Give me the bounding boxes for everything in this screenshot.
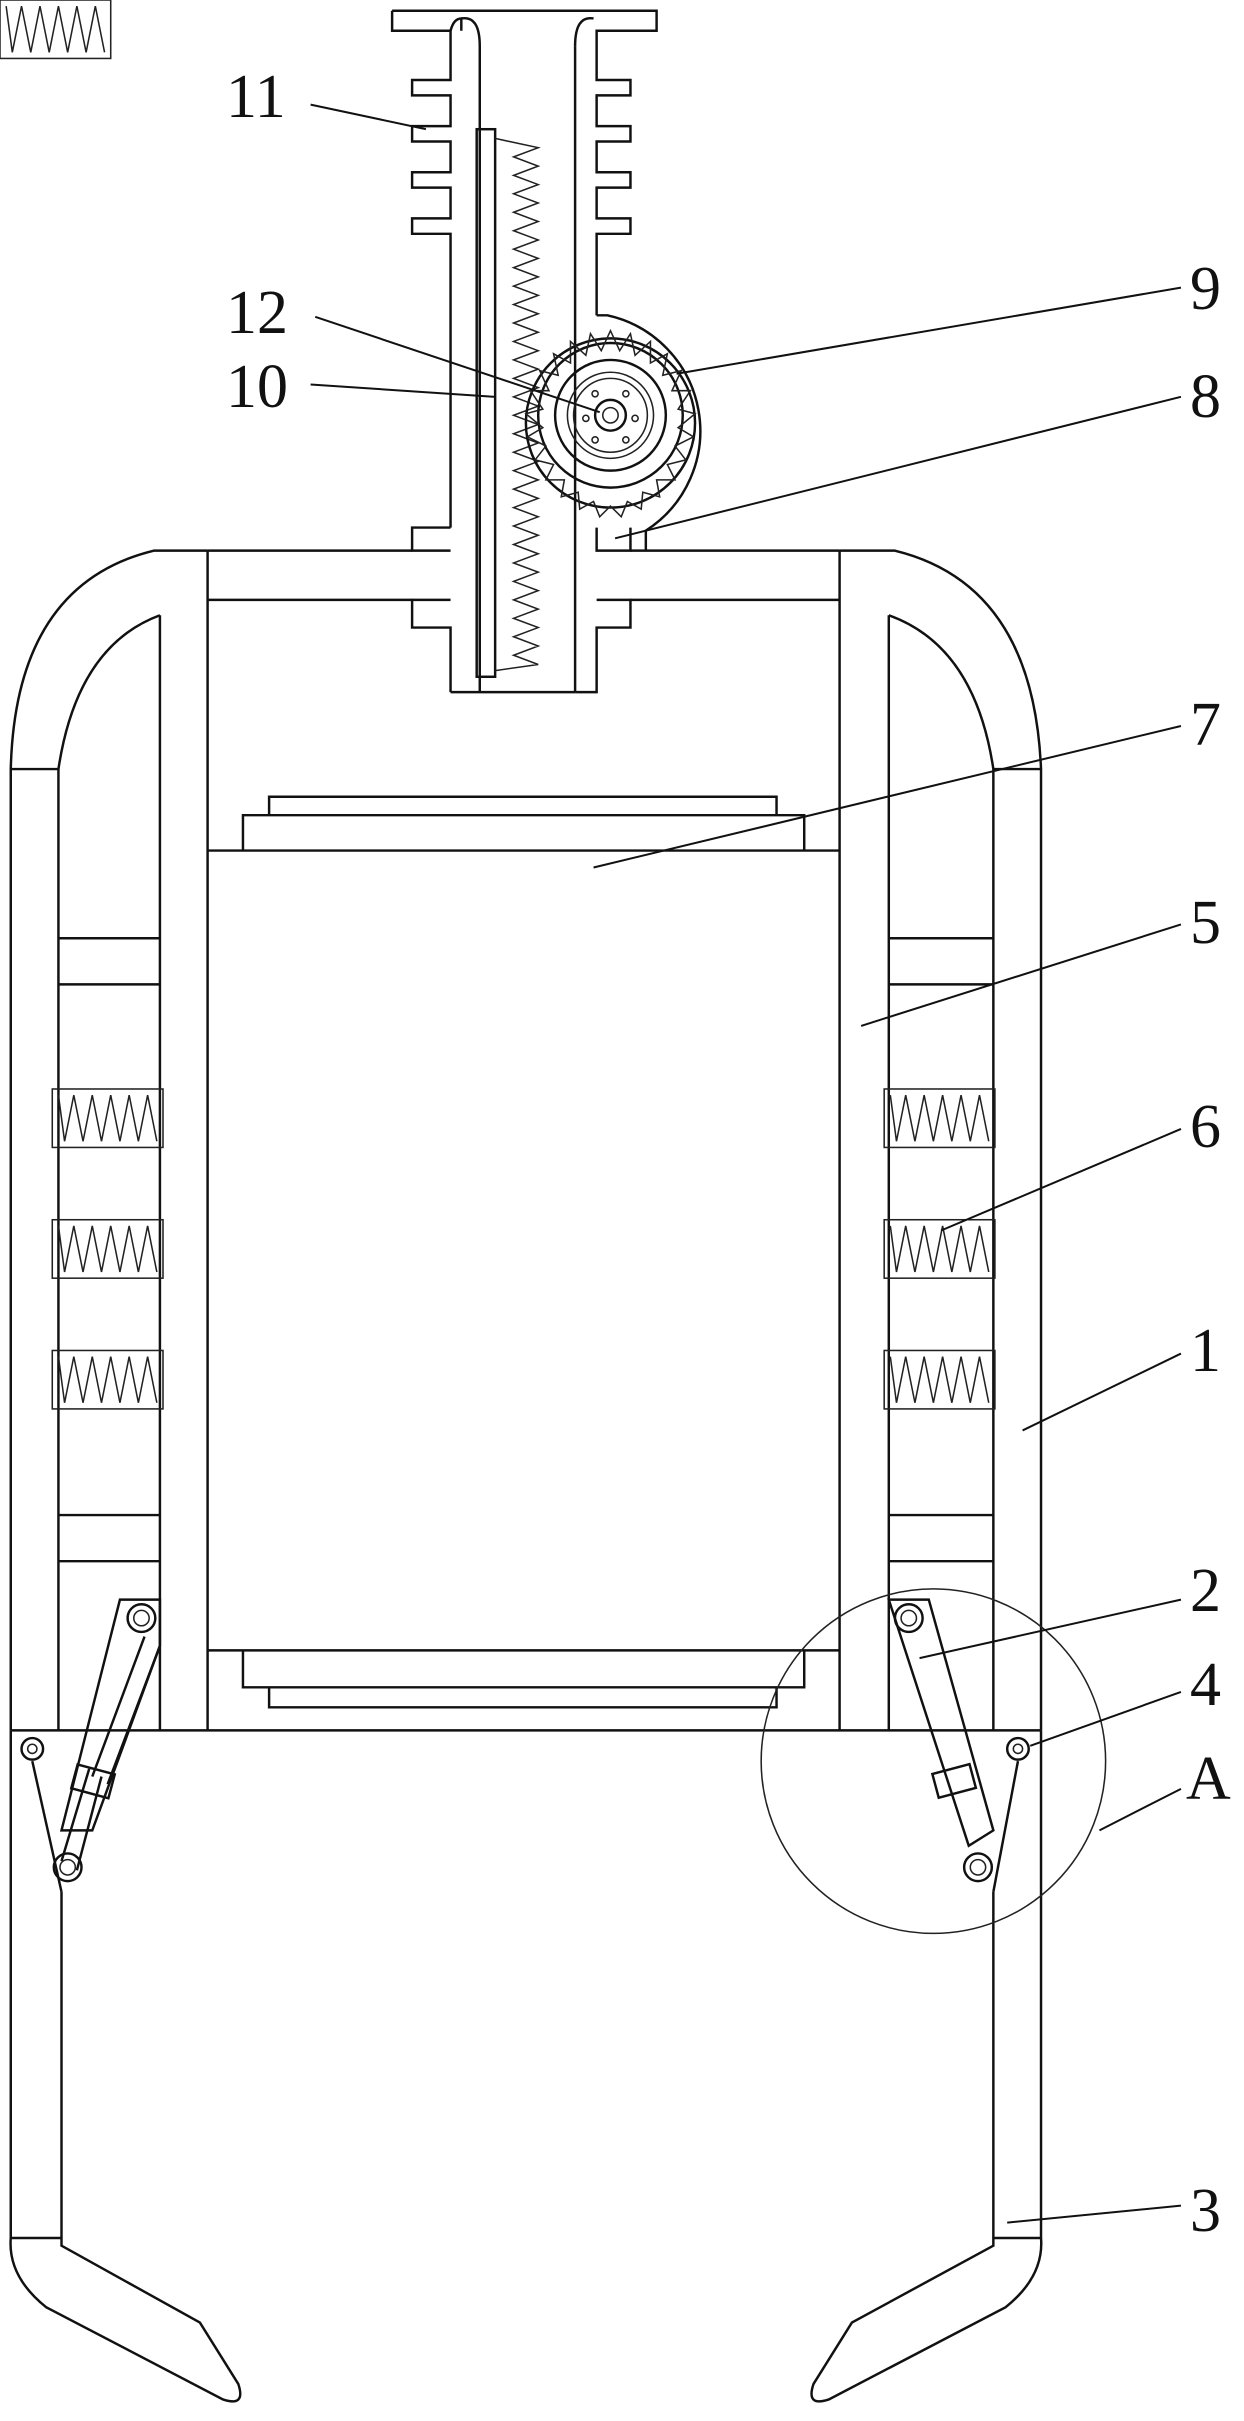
label-11: 11	[226, 63, 286, 131]
label-8: 8	[1190, 363, 1221, 431]
label-1: 1	[1190, 1317, 1221, 1385]
label-4: 4	[1190, 1651, 1221, 1719]
outer-frame	[9, 549, 1043, 1732]
detail-circle-a	[760, 1588, 1107, 1935]
label-12: 12	[226, 279, 288, 347]
hinge-pins	[20, 1736, 1030, 1761]
label-2: 2	[1190, 1557, 1221, 1625]
label-9: 9	[1190, 255, 1221, 323]
label-10: 10	[226, 353, 288, 421]
label-7: 7	[1190, 691, 1221, 759]
label-5: 5	[1190, 889, 1221, 957]
label-a: A	[1186, 1745, 1231, 1813]
clamping-claws	[9, 1730, 1043, 2403]
leader-lines	[310, 103, 1182, 2224]
clamped-block	[207, 795, 840, 1709]
column-housing	[390, 9, 658, 694]
label-6: 6	[1190, 1093, 1221, 1161]
springs	[0, 0, 996, 1410]
gear-assembly	[524, 314, 702, 551]
label-3: 3	[1190, 2177, 1221, 2245]
telescopic-rods	[52, 1598, 995, 1883]
